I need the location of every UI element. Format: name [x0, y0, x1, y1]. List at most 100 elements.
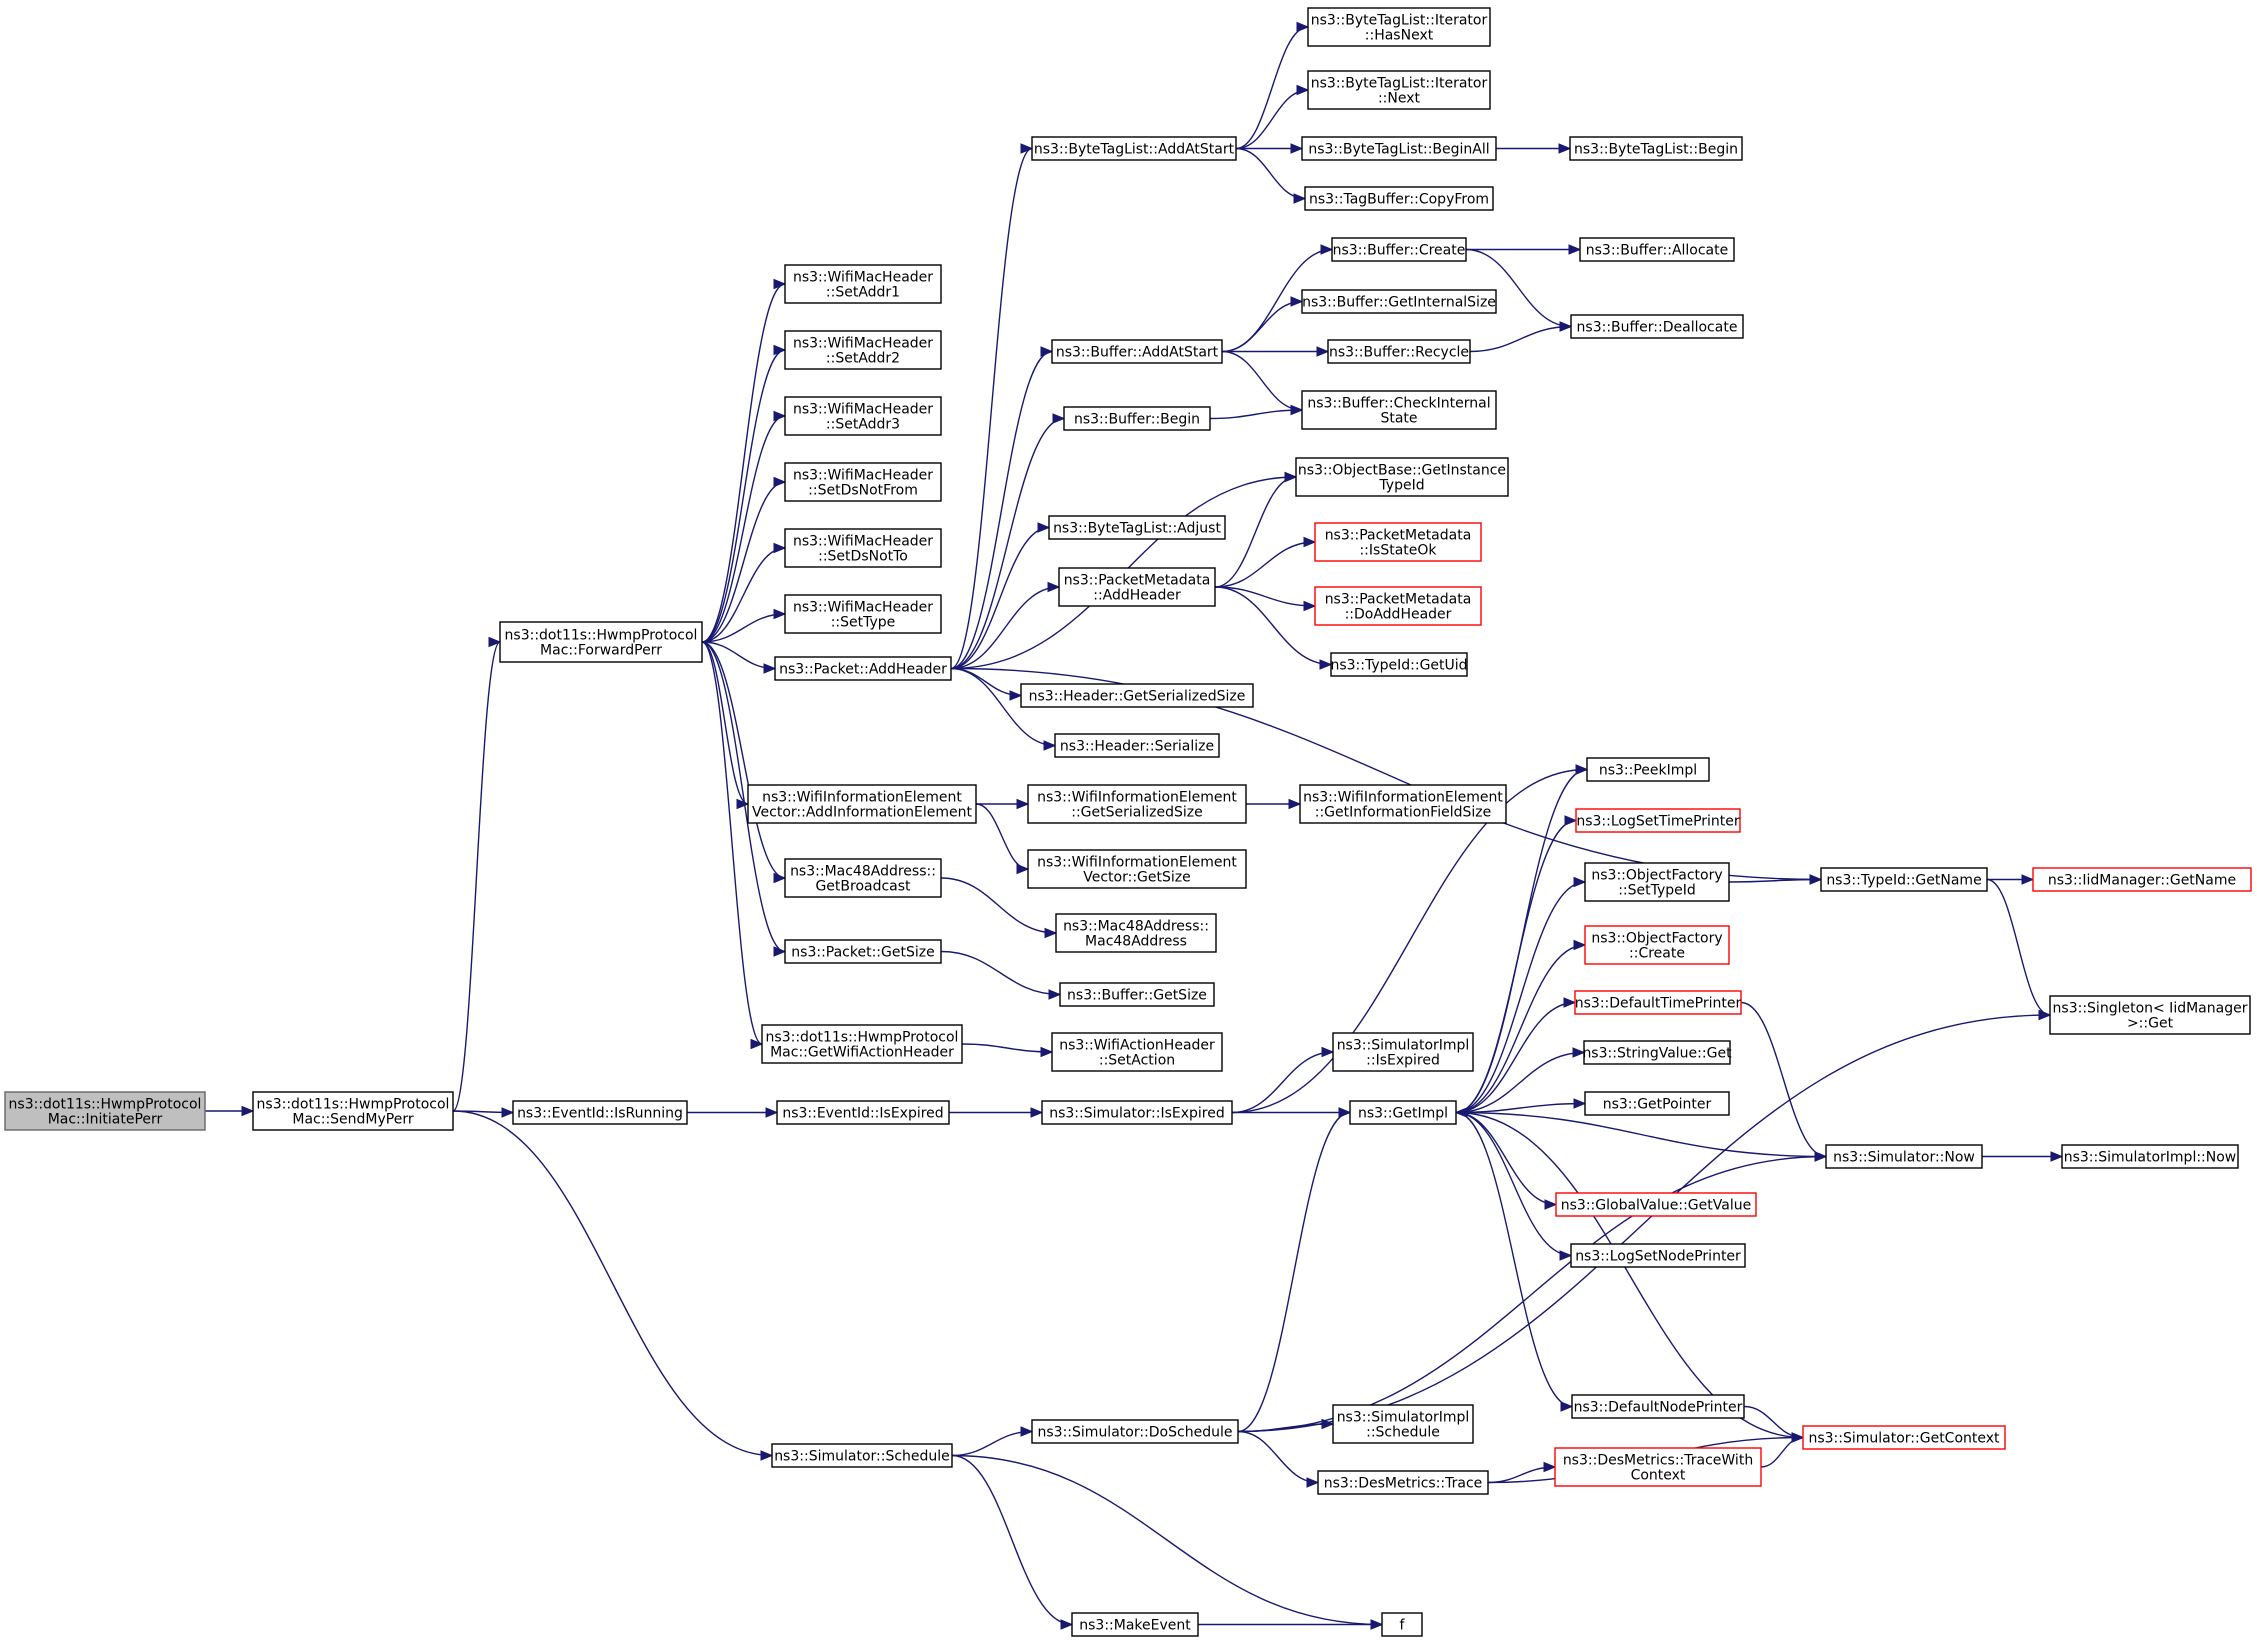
node-ns3-dot11s-hwmpprotocolmac-forwardperr[interactable]: ns3::dot11s::HwmpProtocolMac::ForwardPer… — [499, 621, 703, 663]
node-ns3-makeevent[interactable]: ns3::MakeEvent — [1071, 1612, 1199, 1637]
node-ns3-mac48address-getbroadcast[interactable]: ns3::Mac48Address::GetBroadcast — [784, 858, 942, 898]
node-label-line: ns3::WifiMacHeader — [793, 534, 933, 550]
node-ns3-buffer-addatstart[interactable]: ns3::Buffer::AddAtStart — [1051, 339, 1223, 364]
edge-n17-to-n33 — [1235, 84, 1310, 150]
edge-arrowhead — [1573, 939, 1587, 951]
node-label-line: ns3::PacketMetadata — [1325, 592, 1472, 608]
node-ns3-buffer-begin[interactable]: ns3::Buffer::Begin — [1063, 406, 1211, 431]
node-ns3-simulator-schedule[interactable]: ns3::Simulator::Schedule — [771, 1443, 953, 1468]
node-ns3-simulator-getcontext[interactable]: ns3::Simulator::GetContext — [1802, 1425, 2006, 1450]
node-ns3-eventid-isrunning[interactable]: ns3::EventId::IsRunning — [512, 1100, 688, 1125]
node-ns3-packetmetadata-addheader[interactable]: ns3::PacketMetadata::AddHeader — [1058, 567, 1216, 607]
edge-n46-to-n58 — [1455, 1047, 1586, 1114]
node-ns3-defaultnodeprinter[interactable]: ns3::DefaultNodePrinter — [1571, 1394, 1745, 1419]
node-label-line: Vector::GetSize — [1083, 870, 1191, 886]
node-ns3-buffer-getsize[interactable]: ns3::Buffer::GetSize — [1059, 982, 1215, 1007]
node-ns3-wifimacheader-settype[interactable]: ns3::WifiMacHeader::SetType — [784, 594, 942, 634]
node-ns3-tagbuffer-copyfrom[interactable]: ns3::TagBuffer::CopyFrom — [1304, 186, 1494, 211]
edge-n4-to-n31 — [951, 1454, 1074, 1630]
node-ns3-objectfactory-create[interactable]: ns3::ObjectFactory::Create — [1584, 925, 1730, 965]
node-ns3-wifiinformationelement-getserializedsize[interactable]: ns3::WifiInformationElement::GetSerializ… — [1027, 784, 1247, 824]
edge-arrowhead — [1306, 1477, 1320, 1488]
node-ns3-bytetaglist-iterator-next[interactable]: ns3::ByteTagList::Iterator::Next — [1307, 70, 1491, 110]
node-ns3-wifimacheader-setaddr1[interactable]: ns3::WifiMacHeader::SetAddr1 — [784, 264, 942, 304]
node-ns3-getimpl[interactable]: ns3::GetImpl — [1349, 1100, 1457, 1125]
node-label-line: ns3::EventId::IsExpired — [782, 1106, 943, 1122]
node-ns3-typeid-getuid[interactable]: ns3::TypeId::GetUid — [1330, 652, 1468, 677]
node-ns3-header-getserializedsize[interactable]: ns3::Header::GetSerializedSize — [1020, 683, 1254, 708]
node-ns3-bytetaglist-iterator-hasnext[interactable]: ns3::ByteTagList::Iterator::HasNext — [1307, 7, 1491, 47]
node-label-line: Mac::SendMyPerr — [292, 1112, 413, 1128]
edge-arrowhead — [1052, 413, 1066, 424]
node-ns3-wifimacheader-setaddr2[interactable]: ns3::WifiMacHeader::SetAddr2 — [784, 330, 942, 370]
node-ns3-simulatorimpl-now[interactable]: ns3::SimulatorImpl::Now — [2061, 1144, 2239, 1169]
node-ns3-getpointer[interactable]: ns3::GetPointer — [1584, 1091, 1730, 1116]
edge-line — [1728, 878, 1822, 883]
function-nodes: ns3::dot11s::HwmpProtocolMac::InitiatePe… — [4, 7, 2252, 1637]
node-ns3-packetmetadata-doaddheader[interactable]: ns3::PacketMetadata::DoAddHeader — [1314, 586, 1482, 626]
node-ns3-simulatorimpl-isexpired[interactable]: ns3::SimulatorImpl::IsExpired — [1332, 1032, 1474, 1072]
node-box — [784, 594, 942, 634]
node-ns3-defaulttimeprinter[interactable]: ns3::DefaultTimePrinter — [1574, 990, 1742, 1015]
node-ns3-objectfactory-settypeid[interactable]: ns3::ObjectFactory::SetTypeId — [1584, 862, 1730, 902]
node-ns3-packet-getsize[interactable]: ns3::Packet::GetSize — [784, 939, 942, 964]
node-ns3-bytetaglist-addatstart[interactable]: ns3::ByteTagList::AddAtStart — [1031, 136, 1237, 161]
node-ns3-header-serialize[interactable]: ns3::Header::Serialize — [1054, 733, 1220, 758]
node-ns3-eventid-isexpired[interactable]: ns3::EventId::IsExpired — [776, 1100, 950, 1125]
node-ns3-wifimacheader-setaddr3[interactable]: ns3::WifiMacHeader::SetAddr3 — [784, 396, 942, 436]
node-ns3-simulatorimpl-schedule[interactable]: ns3::SimulatorImpl::Schedule — [1332, 1404, 1474, 1444]
node-box — [784, 264, 942, 304]
node-ns3-bytetaglist-adjust[interactable]: ns3::ByteTagList::Adjust — [1048, 515, 1226, 540]
node-label-line: ns3::DesMetrics::TraceWith — [1563, 1453, 1753, 1469]
node-box — [771, 1443, 953, 1468]
edge-arrowhead — [1572, 1047, 1586, 1058]
node-ns3-wifiinformationelementvector-getsize[interactable]: ns3::WifiInformationElementVector::GetSi… — [1027, 849, 1247, 889]
edge-arrowhead — [1047, 581, 1061, 593]
node-ns3-buffer-recycle[interactable]: ns3::Buffer::Recycle — [1327, 339, 1471, 364]
node-ns3-iidmanager-getname[interactable]: ns3::IidManager::GetName — [2032, 867, 2252, 892]
node-ns3-buffer-getinternalsize[interactable]: ns3::Buffer::GetInternalSize — [1301, 289, 1497, 314]
edge-line — [1214, 586, 1316, 607]
edge-arrowhead — [1319, 659, 1333, 670]
edge-arrowhead — [1544, 1199, 1558, 1210]
node-ns3-simulator-doschedule[interactable]: ns3::Simulator::DoSchedule — [1031, 1419, 1239, 1444]
node-ns3-bytetaglist-beginall[interactable]: ns3::ByteTagList::BeginAll — [1301, 136, 1497, 161]
node-label-line: ns3::PacketMetadata — [1325, 528, 1472, 544]
edge-line — [452, 641, 501, 1112]
node-ns3-mac48address-mac48address[interactable]: ns3::Mac48Address::Mac48Address — [1055, 913, 1217, 953]
node-ns3-singleton-iidmanager-get[interactable]: ns3::Singleton< IidManager>::Get — [2049, 995, 2251, 1035]
node-ns3-wifiinformationelement-getinformationfieldsize[interactable]: ns3::WifiInformationElement::GetInformat… — [1299, 784, 1507, 824]
node-ns3-wifimacheader-setdsnotto[interactable]: ns3::WifiMacHeader::SetDsNotTo — [784, 528, 942, 568]
node-ns3-packetmetadata-isstateok[interactable]: ns3::PacketMetadata::IsStateOk — [1314, 522, 1482, 562]
node-label-line: Mac::ForwardPerr — [540, 643, 662, 659]
node-ns3-wifiactionheader-setaction[interactable]: ns3::WifiActionHeader::SetAction — [1051, 1032, 1223, 1072]
node-ns3-bytetaglist-begin[interactable]: ns3::ByteTagList::Begin — [1569, 136, 1743, 161]
node-label-line: ::SetTypeId — [1618, 883, 1696, 899]
node-ns3-wifiinformationelementvector-addinformationelement[interactable]: ns3::WifiInformationElementVector::AddIn… — [747, 784, 977, 824]
edge-arrowhead — [501, 1107, 515, 1118]
node-ns3-desmetrics-trace[interactable]: ns3::DesMetrics::Trace — [1317, 1470, 1489, 1495]
node-ns3-peekimpl[interactable]: ns3::PeekImpl — [1586, 757, 1710, 782]
node-ns3-dot11s-hwmpprotocolmac-initiateperr[interactable]: ns3::dot11s::HwmpProtocolMac::InitiatePe… — [4, 1091, 206, 1131]
node-ns3-simulator-isexpired[interactable]: ns3::Simulator::IsExpired — [1041, 1100, 1233, 1125]
node-box — [1301, 136, 1497, 161]
node-ns3-simulator-now[interactable]: ns3::Simulator::Now — [1825, 1144, 1983, 1169]
node-ns3-typeid-getname[interactable]: ns3::TypeId::GetName — [1820, 867, 1988, 892]
node-f[interactable]: f — [1381, 1612, 1423, 1637]
node-label-line: State — [1380, 411, 1417, 427]
node-ns3-dot11s-hwmpprotocolmac-getwifiactionheader[interactable]: ns3::dot11s::HwmpProtocolMac::GetWifiAct… — [761, 1024, 963, 1064]
node-ns3-stringvalue-get[interactable]: ns3::StringValue::Get — [1582, 1040, 1732, 1065]
node-ns3-wifimacheader-setdsnotfrom[interactable]: ns3::WifiMacHeader::SetDsNotFrom — [784, 462, 942, 502]
node-ns3-logsettimeprinter[interactable]: ns3::LogSetTimePrinter — [1575, 808, 1741, 833]
node-ns3-logsetnodeprinter[interactable]: ns3::LogSetNodePrinter — [1570, 1243, 1746, 1268]
node-ns3-globalvalue-getvalue[interactable]: ns3::GlobalValue::GetValue — [1555, 1192, 1757, 1217]
node-ns3-buffer-allocate[interactable]: ns3::Buffer::Allocate — [1579, 237, 1735, 262]
node-ns3-packet-addheader[interactable]: ns3::Packet::AddHeader — [774, 656, 952, 681]
node-ns3-buffer-deallocate[interactable]: ns3::Buffer::Deallocate — [1570, 314, 1744, 339]
node-ns3-buffer-create[interactable]: ns3::Buffer::Create — [1331, 237, 1467, 262]
node-label-line: ns3::Buffer::Begin — [1074, 412, 1200, 428]
